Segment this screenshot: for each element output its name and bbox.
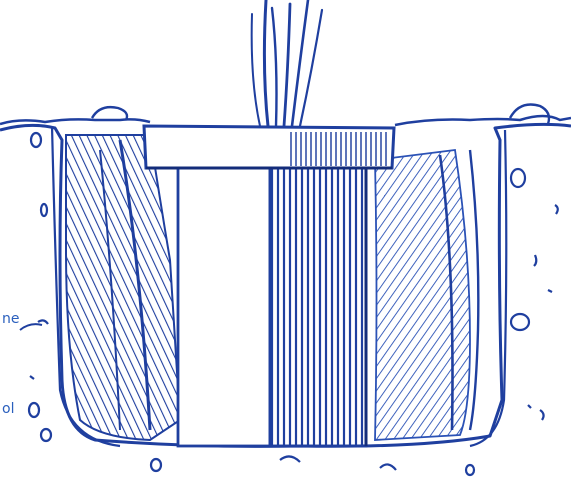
side-stones: [511, 169, 558, 420]
ground-line-left: [0, 119, 150, 124]
post-hatched-face: [270, 168, 366, 446]
label-fragment-upper: ne: [2, 311, 20, 327]
post-blank-face: [178, 168, 270, 446]
backfill-right: [375, 150, 470, 440]
label-fragment-lower: ol: [2, 401, 14, 417]
wire-bundle: [252, 0, 322, 126]
backfill-left: [66, 135, 180, 440]
leader-line-upper: [20, 324, 42, 330]
